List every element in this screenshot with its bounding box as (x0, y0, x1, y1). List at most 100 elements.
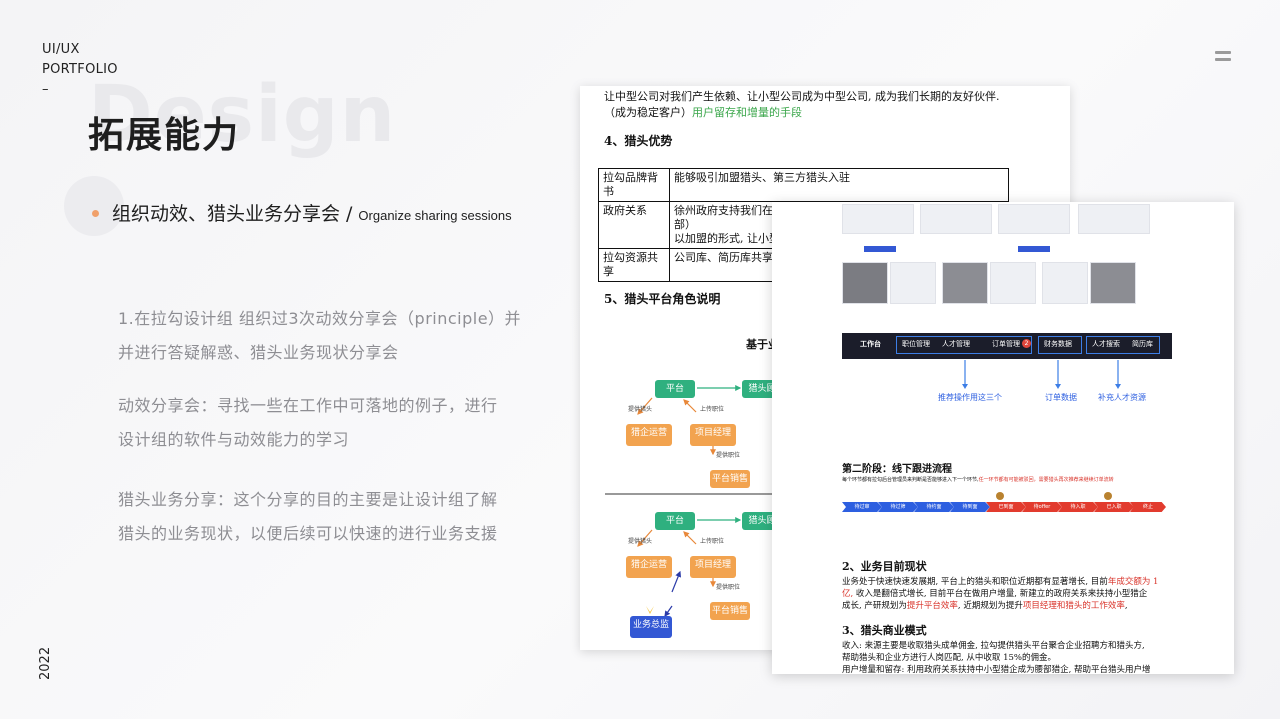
doc1-text: （成为稳定客户） (604, 106, 692, 119)
doc2-paragraph: 业务处于快速快速发展期, 平台上的猎头和职位近期都有显著增长, 目前年成交额为 … (842, 576, 1158, 612)
brand-line-2: PORTFOLIO (42, 62, 118, 77)
doc1-line: 让中型公司对我们产生依赖、让小型公司成为中型公司, 成为我们长期的友好伙伴. (604, 90, 1000, 103)
cell-text: 部） (674, 218, 696, 231)
background-word: Design (88, 70, 397, 160)
cell-text: 能够吸引加盟猎头、第三方猎头入驻 (674, 171, 850, 184)
nav-job: 职位管理 (902, 340, 930, 348)
subtitle-separator: / (346, 203, 353, 225)
document-screenshot-2: 工作台 职位管理 人才管理 订单管理 2 财务数据 人才搜索 简历库 推荐操作用… (772, 202, 1234, 674)
thumbnail (998, 204, 1070, 234)
label-provide-job: 提供职位 (716, 452, 741, 459)
paragraph-line: 动效分享会：寻找一些在工作中可落地的例子，进行 (118, 396, 498, 415)
node-platform: 平台 (655, 380, 695, 398)
doc2-text: , (1124, 601, 1128, 611)
flow-step: 待到面 (950, 502, 990, 512)
flow-step: 待offer (1022, 502, 1062, 512)
doc2-line: 收入: 来源主要是收取猎头成单佣金, 拉勾提供猎头平台聚合企业招聘方和猎头方, (842, 641, 1145, 651)
doc2-section-2: 2、业务目前现状 (842, 560, 927, 573)
doc2-text: 业务处于快速快速发展期, 平台上的猎头和职位近期都有显著增长, 目前 (842, 577, 1108, 587)
brand: UI/UX PORTFOLIO – (42, 40, 118, 100)
paragraph-line: 1.在拉勾设计组 组织过3次动效分享会（principle）并 (118, 309, 522, 328)
label-provide-hunter: 提供猎头 (628, 406, 653, 413)
cell-text: 徐州政府支持我们在徐 (674, 204, 784, 217)
nav-search: 人才搜索 (1092, 340, 1120, 348)
thumbnail (842, 204, 914, 234)
year-label: 2022 (38, 646, 53, 680)
nav-resume: 简历库 (1132, 340, 1153, 348)
doc2-highlight: 亿, (842, 589, 854, 599)
label-upload-job: 上传职位 (700, 538, 725, 545)
node-sales: 平台销售 (710, 602, 750, 620)
brand-line-1: UI/UX (42, 42, 80, 57)
subtitle-en: Organize sharing sessions (358, 208, 512, 223)
note-text: 每个环节都有拉勾后台管理员来判断是否能够进入下一个环节, (842, 477, 979, 483)
nav-highlight-box (1038, 336, 1082, 354)
flow-step: 已到面 (986, 502, 1026, 512)
node-pm: 项目经理 (690, 424, 736, 446)
nav-workbench: 工作台 (860, 340, 881, 348)
menu-icon[interactable] (1215, 51, 1231, 63)
brand-line-3: – (42, 82, 49, 97)
table-cell: 拉勾品牌背书 (598, 168, 670, 202)
doc2-line: 成长, 产研规划为提升平台效率, 近期规划为提升项目经理和猎头的工作效率, (842, 600, 1158, 612)
nav-highlight-box (1086, 336, 1160, 354)
thumbnail (920, 204, 992, 234)
thumbnail (990, 262, 1036, 304)
cell-text: 以加盟的形式, 让小型 (674, 232, 780, 245)
node-ops: 猎企运营 (626, 424, 672, 446)
thumbnail (890, 262, 936, 304)
flow-tag (864, 246, 896, 252)
node-sales: 平台销售 (710, 470, 750, 488)
note-red: 任一环节都有可能被驳回，需要猎头再次推荐来继续订单流转 (978, 477, 1114, 483)
subtitle-cn: 组织动效、猎头业务分享会 (112, 203, 341, 225)
flow-step: 终止 (1130, 502, 1166, 512)
callout-1: 推荐操作用这三个 (938, 393, 1002, 402)
thumbnail (1090, 262, 1136, 304)
doc2-highlight: 年成交额为 1 (1107, 577, 1159, 587)
table-cell: 政府关系 (598, 201, 670, 249)
doc2-section-3: 3、猎头商业模式 (842, 624, 927, 637)
stage2-title: 第二阶段：线下跟进流程 (842, 464, 952, 475)
diagram-title: 基于业 (746, 338, 779, 351)
paragraph-1: 1.在拉勾设计组 组织过3次动效分享会（principle）并 并进行答疑解惑、… (118, 302, 521, 370)
paragraph-line: 猎头的业务现状，以便后续可以快速的进行业务支援 (118, 524, 498, 543)
node-platform: 平台 (655, 512, 695, 530)
thumbnail (942, 262, 988, 304)
cell-text: 拉勾品牌背 (603, 171, 658, 184)
cell-text: 公司库、简历库共享, (674, 251, 777, 264)
page-title: 拓展能力 (88, 115, 241, 156)
doc2-text: 成长, 产研规划为 (842, 601, 907, 611)
doc2-line: 帮助猎头和企业方进行人岗匹配, 从中收取 15%的佣金。 (842, 653, 1057, 663)
decorative-circle (64, 176, 124, 236)
callout-arrows (962, 360, 1121, 389)
flow-tag (1018, 246, 1050, 252)
flow-step: 待约面 (914, 502, 954, 512)
nav-bar-mockup: 工作台 职位管理 人才管理 订单管理 2 财务数据 人才搜索 简历库 (842, 333, 1172, 359)
label-provide-hunter: 提供猎头 (628, 538, 653, 545)
paragraph-3: 猎头业务分享：这个分享的目的主要是让设计组了解 猎头的业务现状，以便后续可以快速… (118, 483, 498, 551)
nav-order-badge: 2 (1022, 339, 1031, 348)
doc1-line: （成为稳定客户）用户留存和增量的手段 (604, 105, 802, 120)
doc2-text: 收入是翻倍式增长, 目前平台在做用户增量, 新建立的政府关系来扶持小型猎企 (853, 589, 1148, 599)
avatar (1104, 492, 1112, 500)
nav-order: 订单管理 (992, 340, 1020, 348)
doc2-text: , 近期规划为提升 (957, 601, 1023, 611)
thumbnail (842, 262, 888, 304)
cell-text: 书 (603, 185, 614, 198)
doc2-highlight: 提升平台效率 (906, 601, 958, 611)
doc2-line: 业务处于快速快速发展期, 平台上的猎头和职位近期都有显著增长, 目前年成交额为 … (842, 576, 1158, 588)
paragraph-2: 动效分享会：寻找一些在工作中可落地的例子，进行 设计组的软件与动效能力的学习 (118, 389, 498, 457)
doc2-paragraph: 收入: 来源主要是收取猎头成单佣金, 拉勾提供猎头平台聚合企业招聘方和猎头方, … (842, 640, 1150, 674)
cell-text: 享 (603, 265, 614, 278)
thumbnail (1042, 262, 1088, 304)
node-ops: 猎企运营 (626, 556, 672, 578)
nav-finance: 财务数据 (1044, 340, 1072, 348)
flow-step: 待入职 (1058, 502, 1098, 512)
thumbnail (1078, 204, 1150, 234)
flow-step: 已入职 (1094, 502, 1134, 512)
section-subtitle: 组织动效、猎头业务分享会/ Organize sharing sessions (112, 199, 512, 226)
table-cell: 拉勾资源共享 (598, 248, 670, 282)
table-cell: 能够吸引加盟猎头、第三方猎头入驻 (669, 168, 1009, 202)
doc1-section-5: 5、猎头平台角色说明 (604, 292, 721, 306)
paragraph-line: 设计组的软件与动效能力的学习 (118, 430, 350, 449)
